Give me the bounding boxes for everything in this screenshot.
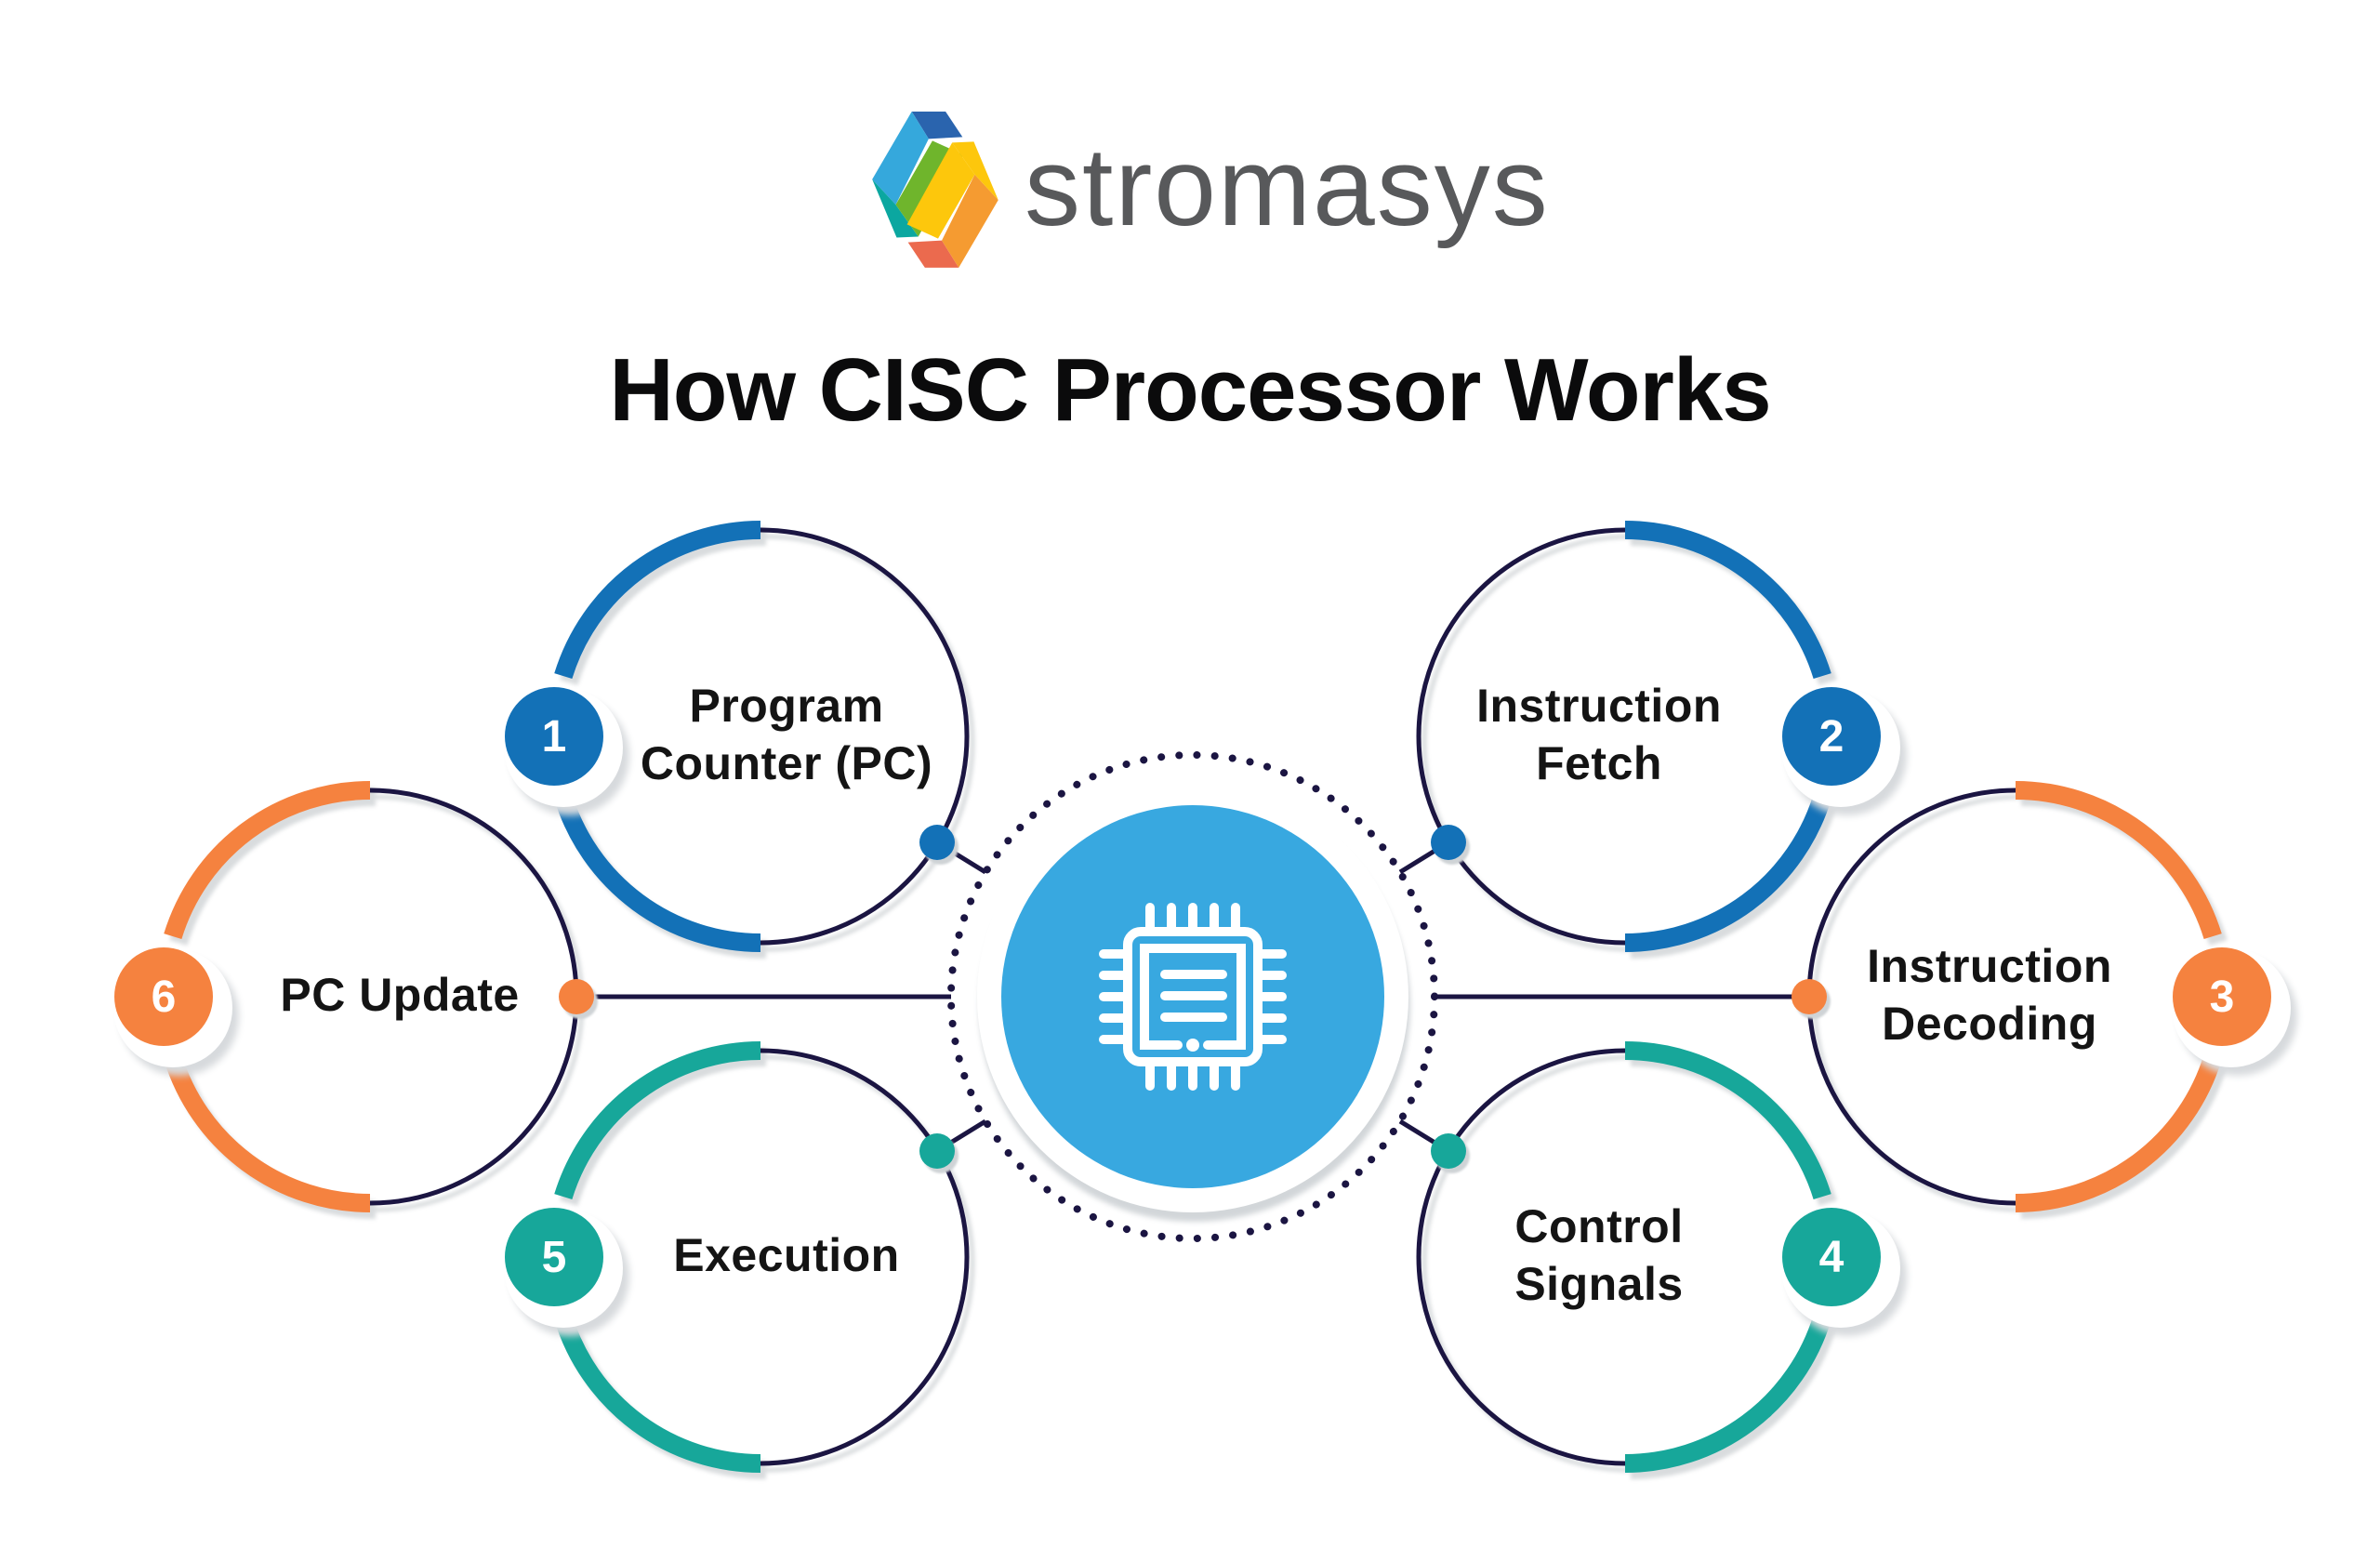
- step-circle-control-signals: [1416, 1041, 1831, 1473]
- connector-dot-step5: [919, 1133, 955, 1169]
- badge-number: 2: [1782, 687, 1881, 786]
- badge-number: 5: [505, 1208, 603, 1306]
- connector-dot-step3: [1792, 979, 1827, 1014]
- step-label-execution: Execution: [673, 1229, 900, 1281]
- logo-facet-darkblue: [911, 112, 963, 139]
- logo-facet-redorange: [907, 240, 959, 268]
- step-label-control-signals: Control Signals: [1514, 1200, 1684, 1310]
- step-badge-4: 4: [1781, 1208, 1900, 1328]
- page-title: How CISC Processor Works: [609, 340, 1771, 440]
- brand-wordmark: stromasys: [1025, 125, 1550, 249]
- logo-facet-yellow-hook: [906, 142, 975, 239]
- step-label-instruction-decoding: Instruction Decoding: [1867, 940, 2112, 1050]
- step-circle-execution: [554, 1041, 970, 1473]
- connector-dot-step4: [1431, 1133, 1466, 1169]
- step-circle-program-counter: [554, 521, 970, 952]
- connector-dot-step1: [919, 825, 955, 860]
- step-badge-5: 5: [504, 1208, 623, 1328]
- badge-number: 3: [2173, 947, 2271, 1046]
- logo-facet-teal: [872, 179, 919, 238]
- step-badge-3: 3: [2172, 947, 2291, 1067]
- cpu-chip-icon: [1099, 903, 1287, 1091]
- logo-facet-yellow: [952, 141, 998, 201]
- step-label-program-counter: Program Counter (PC): [640, 680, 933, 789]
- logo-facet-orange: [942, 174, 998, 268]
- connector-dot-step6: [559, 979, 594, 1014]
- step-label-pc-update: PC Update: [280, 969, 520, 1021]
- logo-facet-lightblue: [872, 112, 929, 205]
- connector-dot-step2: [1431, 825, 1466, 860]
- hub-dotted-ring: [947, 751, 1438, 1242]
- step-badge-2: 2: [1781, 687, 1900, 807]
- step-label-instruction-fetch: Instruction Fetch: [1476, 680, 1722, 789]
- stromasys-logo-icon: [872, 112, 998, 268]
- badge-number: 4: [1782, 1208, 1881, 1306]
- badge-number: 6: [114, 947, 213, 1046]
- step-badge-1: 1: [504, 687, 623, 807]
- step-circle-instruction-fetch: [1416, 521, 1831, 952]
- step-badge-6: 6: [113, 947, 232, 1067]
- badge-number: 1: [505, 687, 603, 786]
- connector-dots: [559, 825, 1827, 1169]
- hub: [947, 751, 1438, 1242]
